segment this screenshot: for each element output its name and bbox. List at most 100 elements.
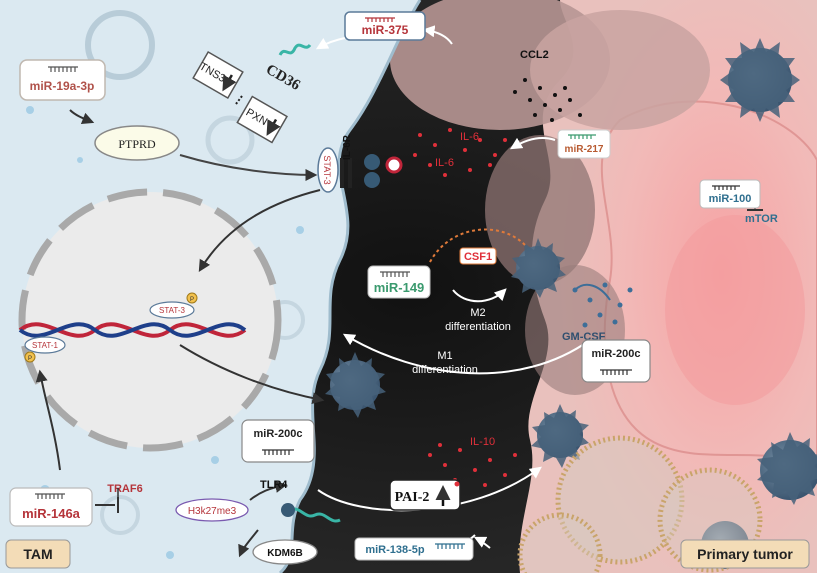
mir217-card: miR-217 [557, 129, 611, 159]
vesicle-dot [166, 551, 174, 559]
m1-label-line1: M1 [437, 350, 452, 362]
mir146a-label: miR-146a [22, 506, 81, 521]
arrow-m2-differentiation [452, 288, 507, 303]
arrow-traf6-to-stat1 [35, 369, 61, 471]
ptprd-node: PTPRD [94, 125, 180, 161]
il6-label-b: IL-6 [435, 157, 454, 169]
h3k27me3-node: H3k27me3 [175, 498, 249, 522]
tlr4-receptor [289, 507, 341, 523]
stat1-label: STAT-1 [32, 341, 58, 350]
arrow-mir138 [473, 536, 491, 549]
kdm6b-node: KDM6B [252, 539, 318, 565]
mir200c-bottom-label: miR-200c [254, 428, 303, 440]
mir200c-left-card: miR-200c [241, 419, 315, 463]
tlr4-domain [281, 503, 295, 517]
il10-particles [428, 443, 517, 487]
arrow-h3k27-to-kdm6b [238, 529, 259, 558]
il6-receptor [340, 154, 403, 188]
mir19a-card: miR-19a-3p [19, 59, 106, 101]
primary-tumor-label: Primary tumor [697, 546, 793, 562]
vesicle-dot [211, 456, 219, 464]
tam-region-tag: TAM [5, 539, 71, 569]
tumor-cluster-middle [485, 135, 595, 285]
mir200c-top-label: miR-200c [592, 348, 641, 360]
pai2-label: PAI-2 [395, 490, 430, 505]
mir146a-card: miR-146a [9, 487, 93, 527]
macrophage-icon [325, 352, 386, 418]
vesicle-dot [296, 226, 304, 234]
exosome [517, 512, 603, 573]
vesicle [205, 115, 255, 165]
arrow-gmcsf [574, 283, 611, 301]
il6-label-a: IL-6 [460, 131, 479, 143]
m2-label-line1: M2 [470, 307, 485, 319]
cd36-protein [278, 43, 312, 56]
mtor-label: mTOR [745, 213, 778, 225]
tlr4-label: TLR4 [260, 479, 288, 491]
ptprd-label: PTPRD [118, 137, 156, 151]
tns3-node: TNS3 [192, 50, 244, 100]
il10-label: IL-10 [470, 436, 495, 448]
csf1-node: CSF1 [459, 247, 497, 265]
m2-label-line2: differentiation [445, 321, 511, 333]
arrow-mir19a-to-ptprd [69, 109, 95, 125]
ccl2-particles [513, 78, 582, 122]
mir19a-label: miR-19a-3p [30, 79, 95, 93]
mir217-label: miR-217 [565, 144, 604, 155]
stat1-node: STAT-1 P [24, 336, 66, 363]
tumor-cell-outline [600, 100, 817, 472]
arrow-stat3-to-nucleus [198, 189, 321, 273]
vesicle [85, 10, 155, 80]
mir100-label: miR-100 [709, 193, 752, 205]
dna-strand-blue [18, 322, 247, 338]
mir138-label: miR-138-5p [365, 544, 425, 556]
stat3-membrane-node: STAT-3 [317, 147, 339, 193]
macrophage-icon [531, 404, 589, 468]
arrow-ptprd-to-stat3 [179, 154, 318, 181]
stat3-nucleus-node: STAT-3 P [149, 292, 198, 319]
il6r-label: IL-6R [342, 134, 353, 160]
h3k27me3-label: H3k27me3 [188, 506, 237, 517]
tumor-region-tag: Primary tumor [680, 539, 810, 569]
kdm6b-label: KDM6B [267, 548, 303, 559]
arrow-mir217-to-il6 [509, 137, 556, 150]
mir149-label: miR-149 [374, 280, 425, 295]
mir375-label: miR-375 [362, 23, 409, 37]
mir100-card: miR-100 [699, 179, 761, 209]
il6-particles [413, 128, 507, 177]
vesicle-dot [26, 106, 34, 114]
mir375-card: miR-375 [344, 11, 426, 41]
m1-label-line2: differentiation [412, 364, 478, 376]
mir149-card: miR-149 [367, 265, 431, 299]
mir138-card: miR-138-5p [354, 537, 474, 561]
tam-nucleus [18, 188, 282, 452]
vesicle [100, 495, 140, 535]
vesicle-dot [77, 157, 83, 163]
pai2-node: PAI-2 [389, 479, 461, 511]
tumor-cluster-top-right [530, 10, 710, 130]
csf1-label: CSF1 [464, 251, 492, 263]
arrow-tumor-to-mir375 [422, 25, 453, 45]
stat3-nucleus-label: STAT-3 [159, 306, 185, 315]
pxn-node: PXN [236, 95, 288, 144]
stat3-membrane-label: STAT-3 [322, 155, 332, 184]
arrow-m1-differentiation [342, 333, 591, 375]
arrow-h3k27-to-tlr4 [249, 481, 288, 501]
traf6-label: TRAF6 [107, 483, 142, 495]
macrophage-icon [757, 432, 817, 505]
cd36-link [235, 95, 243, 105]
macrophage-icon [511, 238, 566, 298]
mir200c-right-card: miR-200c [581, 339, 651, 383]
arrow-mir375-to-tam [315, 37, 346, 50]
tam-membrane [278, 0, 422, 573]
exosome [555, 435, 685, 565]
arrow-nucleus-to-macrophage [179, 344, 325, 405]
phospho-a-label: P [190, 297, 194, 303]
tumor-cell-nucleus [665, 215, 805, 405]
phospho-b-label: P [28, 356, 32, 362]
tam-label: TAM [23, 546, 52, 562]
macrophage-icon [720, 38, 800, 122]
ccl2-label: CCL2 [520, 49, 549, 61]
